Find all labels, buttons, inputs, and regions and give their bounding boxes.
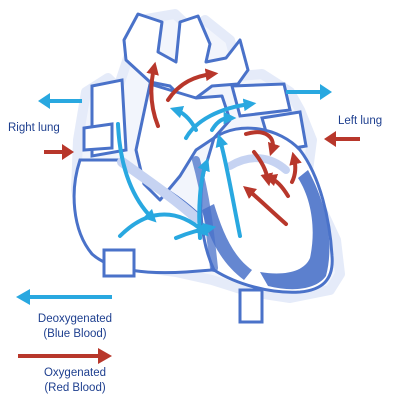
red-flow-arrow <box>289 151 302 184</box>
blue-flow-arrow <box>197 158 210 240</box>
blue-flow-arrow <box>118 212 209 238</box>
legend-arrows <box>16 289 112 364</box>
heart-body <box>72 12 334 324</box>
red-flow-arrow <box>244 130 281 157</box>
arrow-head-icon <box>62 144 74 160</box>
red-flow-arrow <box>166 68 219 102</box>
deoxygenated-legend-label: Deoxygenated (Blue Blood) <box>20 312 130 342</box>
arrow-head-icon <box>320 84 332 100</box>
blue-flow-arrow <box>169 105 198 132</box>
oxygenated-subtitle: (Red Blood) <box>44 382 106 394</box>
oxygenated-title: Oxygenated <box>43 367 106 379</box>
deoxygenated-subtitle: (Blue Blood) <box>43 328 107 340</box>
red-flow-arrow <box>263 173 290 198</box>
left-lung-label: Left lung <box>338 115 383 127</box>
deoxygenated-legend-arrow-icon <box>16 289 30 305</box>
blue-flow-arrow <box>215 133 242 238</box>
blue-flow-arrow <box>174 222 217 240</box>
arrow-head-icon <box>324 131 336 147</box>
blue-flow-arrow <box>210 111 237 132</box>
right-lung-label: Right lung <box>8 122 60 134</box>
deoxygenated-title: Deoxygenated <box>37 313 113 325</box>
oxygenated-legend-arrow-icon <box>98 348 112 364</box>
red-flow-arrow <box>243 186 288 226</box>
oxygenated-legend-label: Oxygenated (Red Blood) <box>20 366 130 396</box>
arrow-head-icon <box>38 93 50 109</box>
red-flow-arrow <box>146 61 160 128</box>
lung-arrows <box>38 84 360 160</box>
blood-flow-arrows <box>116 61 302 240</box>
blue-flow-arrow <box>184 98 257 140</box>
blue-flow-arrow <box>116 122 157 223</box>
